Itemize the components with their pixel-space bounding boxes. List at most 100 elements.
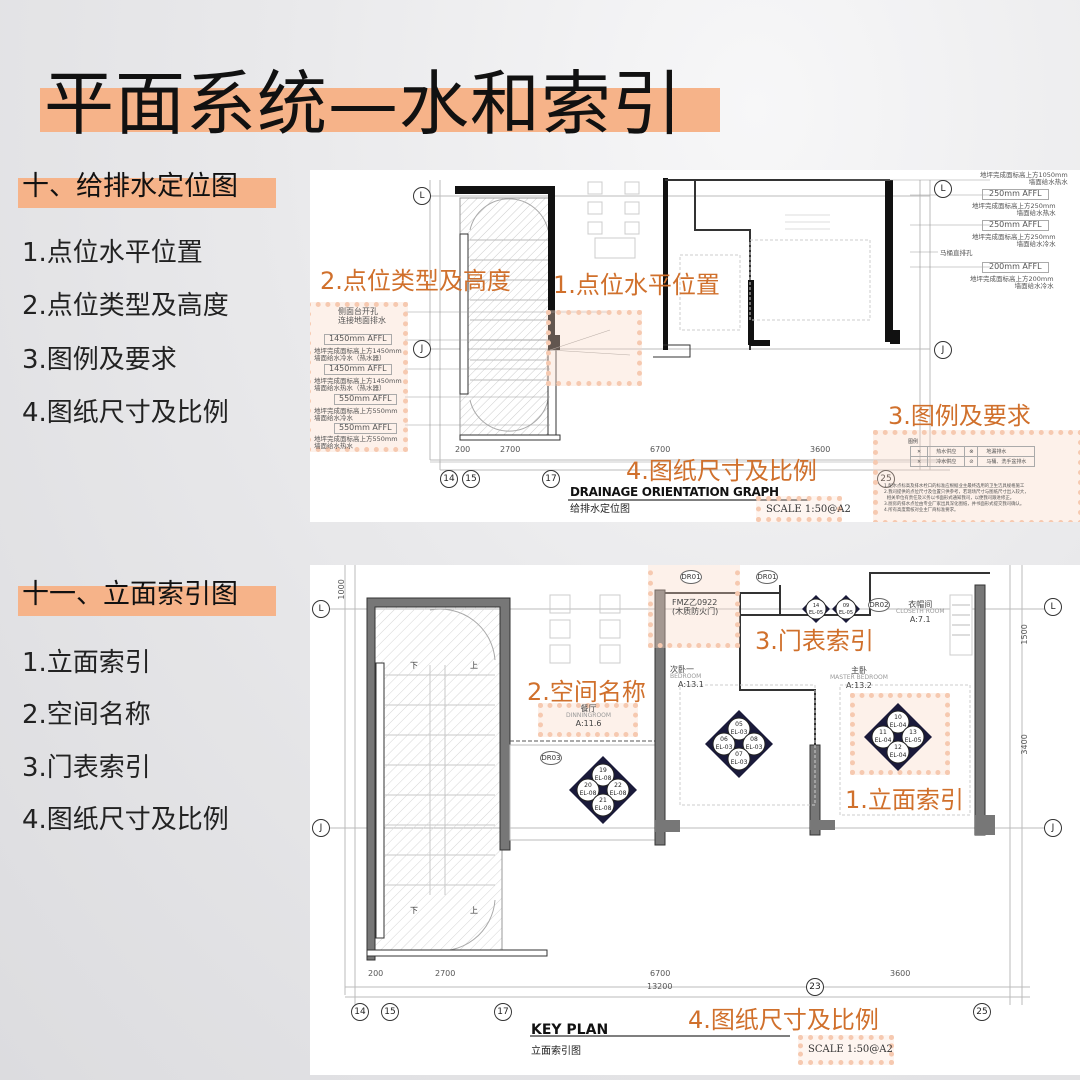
- floor-plan-lines: [330, 565, 1050, 1037]
- index-sheet: EL-04: [890, 752, 907, 759]
- index-number: 11: [879, 729, 887, 736]
- drawing-title-en: KEY PLAN: [531, 1022, 609, 1038]
- section1-heading: 十、给排水定位图: [22, 171, 238, 202]
- stair-label: 上: [470, 906, 478, 915]
- dim: 13200: [647, 982, 673, 991]
- grid-bubble-l: L: [312, 600, 330, 618]
- index-sheet: EL-08: [595, 805, 612, 812]
- dim-200: 200: [455, 445, 471, 454]
- index-sheet: EL-05: [839, 610, 853, 616]
- left-note-tag: 1450mm AFFL: [324, 334, 392, 345]
- grid-bubble-23: 23: [806, 978, 824, 996]
- room-en: BEDROOM: [670, 673, 702, 681]
- room-en: DINNINGROOM: [566, 712, 612, 720]
- door-spec: FMZ乙0922(木质防火门): [672, 598, 718, 616]
- grid-bubble-j: J: [413, 340, 431, 358]
- left-note: 地坪完成面标高上方550mm 墙面给水冷水: [314, 407, 398, 423]
- index-number: 19: [599, 767, 607, 774]
- room-area: A:13.2: [846, 680, 872, 690]
- room-en: CLOSETH ROOM: [896, 608, 945, 616]
- callout-point-position: [546, 310, 642, 386]
- stair-label: 上: [470, 661, 478, 670]
- legend-title: 图例: [908, 439, 919, 445]
- dim: 3400: [1019, 734, 1029, 755]
- dim: 6700: [650, 969, 671, 978]
- right-note: 地坪完成面标高上方1050mm 墙面给水热水: [980, 171, 1068, 187]
- index-number: 07: [735, 751, 743, 758]
- note: 2.我司提供的点位尺寸及位置只供参考，若现场尺寸与图纸尺寸出入较大，: [884, 489, 1029, 495]
- section1-item: 4.图纸尺寸及比例: [22, 398, 229, 428]
- annotation-room-name: 2.空间名称: [527, 678, 646, 706]
- room-area: A:7.1: [909, 614, 931, 624]
- index-sheet: EL-08: [580, 790, 597, 797]
- title-highlight: [40, 88, 720, 132]
- legend-label: 马桶、洗手盆排水: [977, 456, 1036, 467]
- section2-item: 1.立面索引: [22, 648, 151, 678]
- room-en: MASTER BEDROOM: [830, 674, 888, 682]
- callout-door-index: [648, 565, 740, 648]
- right-note: 地坪完成面标高上方200mm 墙面给水冷水: [970, 275, 1054, 291]
- right-note: 地坪完成面标高上方250mm 墙面给水冷水: [972, 233, 1056, 249]
- index-sheet: EL-03: [746, 744, 763, 751]
- index-number: 12: [894, 744, 902, 751]
- dim: 3600: [890, 969, 911, 978]
- section1-highlight: [18, 178, 276, 208]
- index-sheet: EL-03: [716, 744, 733, 751]
- right-note-tag: 250mm AFFL: [982, 189, 1049, 200]
- index-number: 13: [909, 729, 917, 736]
- door-tag: DR01: [680, 570, 702, 584]
- right-note: 马桶直排孔: [940, 249, 973, 257]
- annotation-legend: 3.图例及要求: [888, 402, 1031, 430]
- left-note: 地坪完成面标高上方1450mm 墙面给水冷水（热水器）: [314, 347, 402, 363]
- grid-bubble-j-right: J: [1044, 819, 1062, 837]
- grid-bubble-17: 17: [494, 1003, 512, 1021]
- index-number: 10: [894, 714, 902, 721]
- callout-scale: [798, 1035, 894, 1065]
- index-number: 20: [584, 782, 592, 789]
- annotation-size-scale: 4.图纸尺寸及比例: [626, 457, 817, 485]
- grid-bubble-15: 15: [462, 470, 480, 488]
- dim: 1000: [336, 579, 346, 600]
- left-note: 侧面台开孔 连接地面排水: [338, 307, 386, 325]
- drawing-scale: SCALE 1:50@A2: [808, 1044, 893, 1055]
- index-sheet: EL-05: [809, 610, 823, 616]
- annotation-door-index: 3.门表索引: [755, 627, 874, 655]
- note: 3.厨房的排水点位由专业厂家出具深化图纸，并书面形式提交我司确认。: [884, 501, 1025, 507]
- door-spec-code: FMZ乙0922: [672, 598, 718, 607]
- grid-bubble-l-right: L: [934, 180, 952, 198]
- section1-item: 3.图例及要求: [22, 345, 177, 375]
- section2-item: 3.门表索引: [22, 753, 151, 783]
- door-tag: DR02: [868, 598, 890, 612]
- section2-item: 2.空间名称: [22, 700, 151, 730]
- drawing-title-cn: 立面索引图: [531, 1046, 581, 1057]
- drawing-title-en: DRAINAGE ORIENTATION GRAPH: [570, 485, 779, 499]
- dim-3600: 3600: [810, 445, 831, 454]
- callout-scale: [756, 496, 842, 522]
- section1-item: 1.点位水平位置: [22, 238, 203, 268]
- grid-bubble-15: 15: [381, 1003, 399, 1021]
- stair-label: 下: [410, 661, 418, 670]
- section2-item: 4.图纸尺寸及比例: [22, 805, 229, 835]
- index-number: 22: [614, 782, 622, 789]
- drain-icon: ⊘: [964, 456, 979, 467]
- floor-drain-icon: ⊗: [964, 446, 979, 457]
- dim-2700: 2700: [500, 445, 521, 454]
- right-note-tag: 200mm AFFL: [982, 262, 1049, 273]
- right-note: 地坪完成面标高上方250mm 墙面给水热水: [972, 202, 1056, 218]
- key-plan-drawing: 下 上 下 上 L J L J 14 15 17 23 25 200 2700 …: [310, 565, 1080, 1075]
- left-note-tag: 1450mm AFFL: [324, 364, 392, 375]
- annotation-size-scale: 4.图纸尺寸及比例: [688, 1006, 879, 1034]
- legend-label: 冷水供应: [927, 456, 966, 467]
- grid-bubble-25: 25: [877, 470, 895, 488]
- dim-6700: 6700: [650, 445, 671, 454]
- note: 相关单位有责任及义务以书面形式通知我司，以便我司跟进修正。: [884, 495, 1015, 501]
- legend-label: 地漏排水: [977, 446, 1036, 457]
- room-cn: 餐厅: [580, 704, 597, 713]
- callout-legend: [873, 430, 1080, 522]
- note: 1.配水点标高及排水栓口的标准应根据业主最终选用的卫生洁具规格施工: [884, 484, 1025, 489]
- callout-room-name: [538, 703, 638, 737]
- grid-bubble-17: 17: [542, 470, 560, 488]
